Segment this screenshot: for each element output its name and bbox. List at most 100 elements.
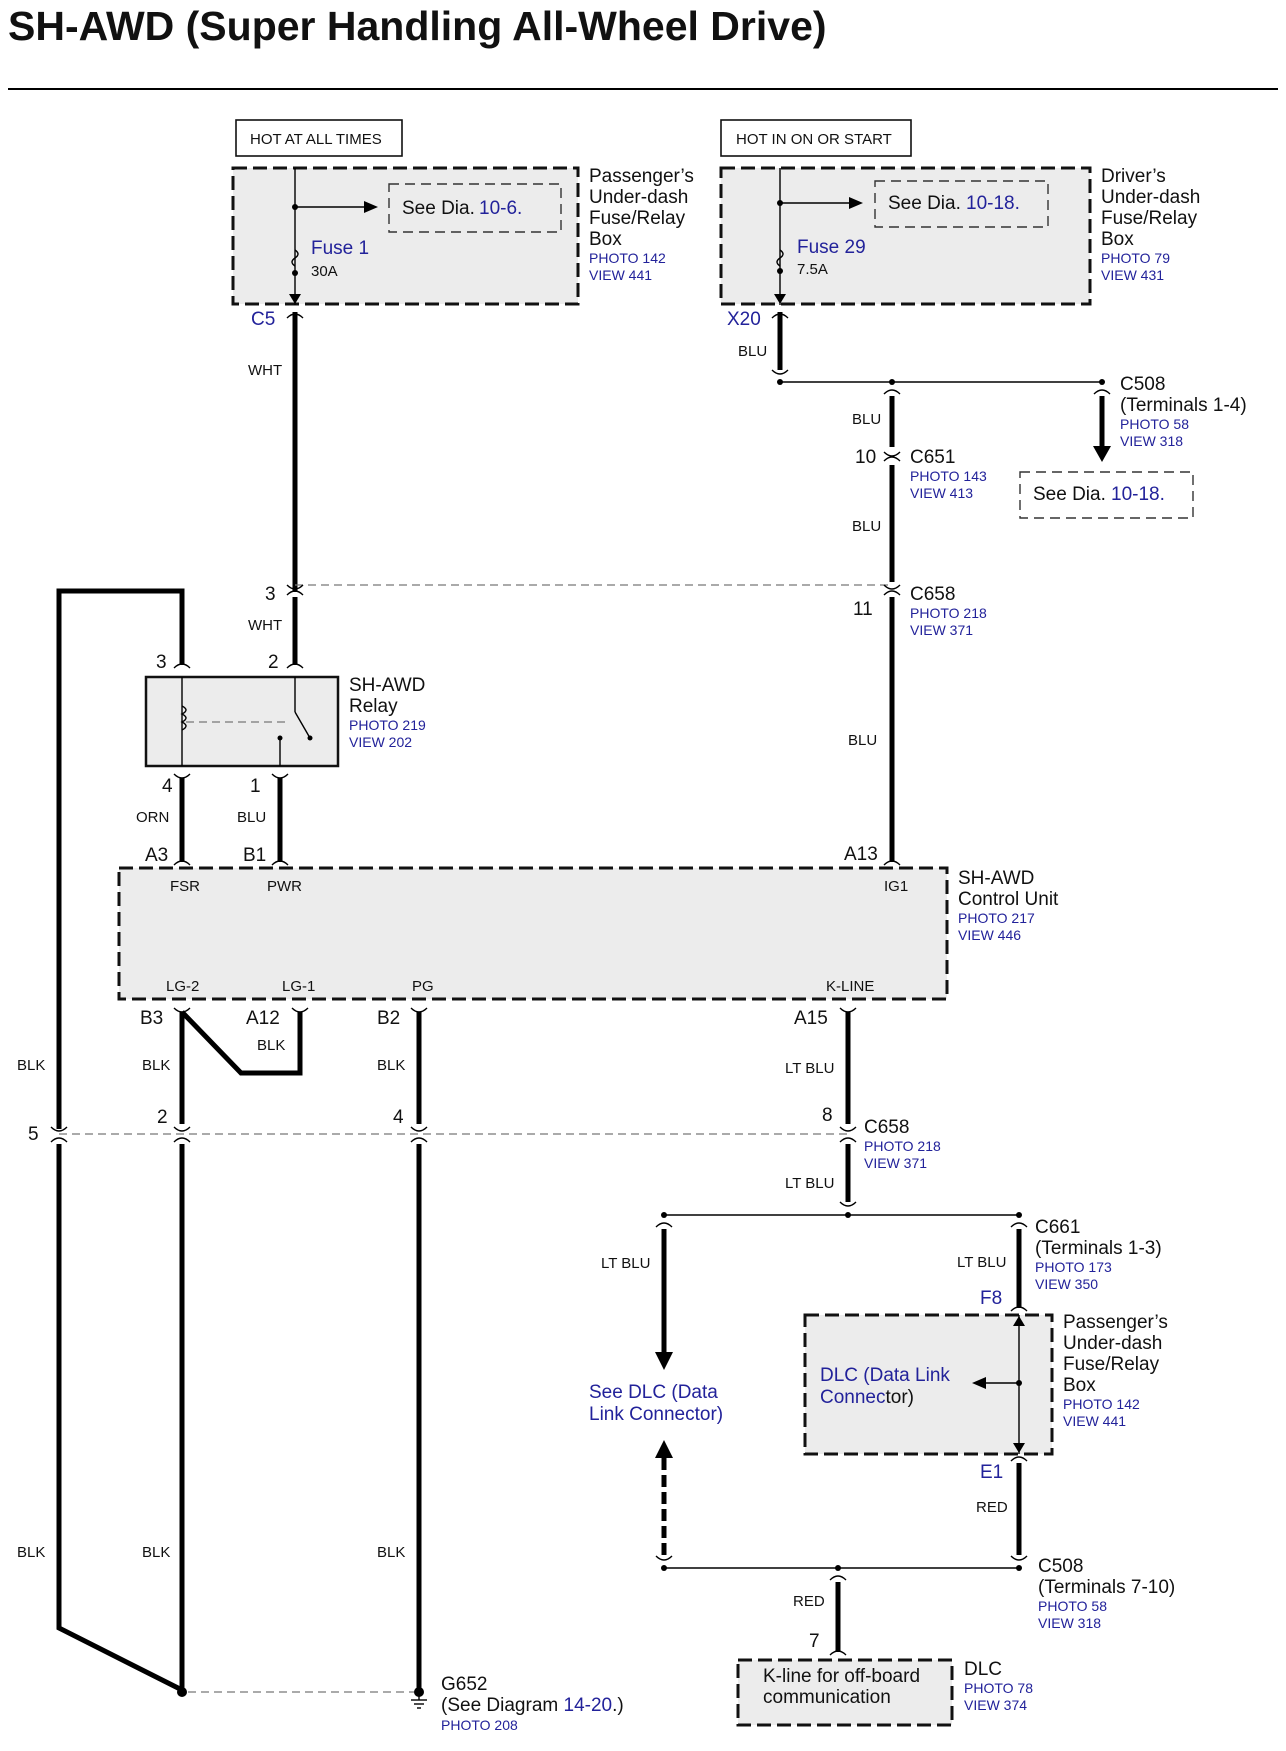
see-dia-ref-link[interactable]: 10-6. bbox=[479, 198, 522, 219]
driver-fuse-relay-box bbox=[719, 166, 1092, 306]
c661-view[interactable]: VIEW 350 bbox=[1035, 1276, 1098, 1292]
driver-box-name-2: Under-dash bbox=[1101, 187, 1200, 208]
c658-bottom-pin-2: 2 bbox=[157, 1107, 168, 1128]
driver-box-name-3: Fuse/Relay bbox=[1101, 208, 1198, 229]
g652-see-diagram: (See Diagram 14-20.) bbox=[441, 1695, 624, 1716]
cu-conn-a15: A15 bbox=[794, 1008, 828, 1029]
connector-chevron-icon bbox=[410, 1007, 428, 1013]
c658-top-photo[interactable]: PHOTO 218 bbox=[910, 605, 987, 621]
arrow-up-icon bbox=[655, 1440, 673, 1458]
cu-photo[interactable]: PHOTO 217 bbox=[958, 910, 1035, 926]
relay-pin-1: 1 bbox=[250, 776, 261, 797]
see-dia-ref-driver-link[interactable]: 10-18. bbox=[966, 193, 1020, 214]
dlc-box-text-1: K-line for off-board bbox=[763, 1666, 920, 1687]
connector-chevron-icon bbox=[1010, 1555, 1028, 1561]
connector-chevron-icon bbox=[771, 369, 789, 375]
splice-dot bbox=[1016, 1212, 1022, 1218]
c508-bottom-photo[interactable]: PHOTO 58 bbox=[1038, 1598, 1107, 1614]
wire-color-wht-2: WHT bbox=[248, 617, 282, 634]
sh-awd-control-unit-box bbox=[117, 866, 949, 1001]
connector-chevron-icon bbox=[271, 860, 289, 866]
relay-photo[interactable]: PHOTO 219 bbox=[349, 717, 426, 733]
cu-conn-a13: A13 bbox=[844, 844, 878, 865]
hot-at-all-times-label: HOT AT ALL TIMES bbox=[250, 131, 382, 148]
relay-coil-icon bbox=[180, 705, 187, 731]
connector-chevron-icon bbox=[173, 1007, 191, 1013]
see-dia-prefix-driver: See Dia. bbox=[888, 193, 961, 214]
dlc-view[interactable]: VIEW 374 bbox=[964, 1697, 1027, 1713]
connector-c5: C5 bbox=[251, 309, 275, 330]
see-dia-prefix: See Dia. bbox=[402, 198, 475, 219]
relay-pin-2: 2 bbox=[268, 652, 279, 673]
cu-term-ig1: IG1 bbox=[884, 878, 908, 895]
see-dlc-line-1[interactable]: See DLC (Data bbox=[589, 1382, 718, 1403]
wire-color-red-2: RED bbox=[793, 1593, 825, 1610]
arrow-down-icon bbox=[1013, 1443, 1025, 1453]
cu-conn-a3: A3 bbox=[145, 845, 168, 866]
pass-box2-photo[interactable]: PHOTO 142 bbox=[1063, 1396, 1140, 1412]
pass-box-name-1: Passenger’s bbox=[589, 166, 694, 187]
g652-see-ref-link[interactable]: 14-20 bbox=[564, 1695, 613, 1716]
c651-pin: 10 bbox=[855, 447, 876, 468]
cu-term-pg: PG bbox=[412, 978, 434, 995]
wire-blk-lg-join bbox=[180, 1010, 303, 1076]
c651-name: C651 bbox=[910, 447, 955, 468]
relay-view[interactable]: VIEW 202 bbox=[349, 734, 412, 750]
c508-top-photo[interactable]: PHOTO 58 bbox=[1120, 416, 1189, 432]
splice-dot bbox=[845, 1212, 851, 1218]
c508-see-ref-link[interactable]: 10-18. bbox=[1111, 484, 1165, 505]
c658-bottom-view[interactable]: VIEW 371 bbox=[864, 1155, 927, 1171]
dlc-photo[interactable]: PHOTO 78 bbox=[964, 1680, 1033, 1696]
pass-box-view[interactable]: VIEW 441 bbox=[589, 267, 652, 283]
dlc-label-line-2-black: tor) bbox=[886, 1387, 915, 1408]
relay-name-1: SH-AWD bbox=[349, 675, 425, 696]
connector-e1: E1 bbox=[980, 1462, 1003, 1483]
c658-top-pin-right: 11 bbox=[853, 599, 873, 620]
g652-see-prefix: (See Diagram bbox=[441, 1695, 564, 1716]
connector-chevron-icon bbox=[173, 663, 191, 669]
connector-chevron-icon bbox=[655, 1555, 673, 1561]
pass-box2-view[interactable]: VIEW 441 bbox=[1063, 1413, 1126, 1429]
c508-top-view[interactable]: VIEW 318 bbox=[1120, 433, 1183, 449]
c651-view[interactable]: VIEW 413 bbox=[910, 485, 973, 501]
diagram-title: SH-AWD (Super Handling All-Wheel Drive) bbox=[8, 3, 827, 49]
connector-chevron-icon bbox=[410, 1137, 428, 1143]
c508-bottom-terminals: (Terminals 7-10) bbox=[1038, 1577, 1175, 1598]
g652-photo[interactable]: PHOTO 208 bbox=[441, 1717, 518, 1733]
dlc-label-line-1[interactable]: DLC (Data Link bbox=[820, 1365, 950, 1386]
connector-chevron-icon bbox=[883, 584, 901, 590]
pass-box-name-2: Under-dash bbox=[589, 187, 688, 208]
cu-term-pwr: PWR bbox=[267, 878, 302, 895]
c658-top-view[interactable]: VIEW 371 bbox=[910, 622, 973, 638]
dlc-box-text-2: communication bbox=[763, 1687, 891, 1708]
wire-color-blk-lg: BLK bbox=[257, 1037, 285, 1054]
c661-photo[interactable]: PHOTO 173 bbox=[1035, 1259, 1112, 1275]
connector-chevron-icon bbox=[50, 1137, 68, 1143]
see-dlc-line-2[interactable]: Link Connector) bbox=[589, 1404, 723, 1425]
c658-bottom-photo[interactable]: PHOTO 218 bbox=[864, 1138, 941, 1154]
connector-chevron-icon bbox=[410, 1126, 428, 1132]
splice-dot bbox=[777, 200, 783, 206]
hot-in-on-or-start-box bbox=[720, 119, 912, 157]
driver-box-view[interactable]: VIEW 431 bbox=[1101, 267, 1164, 283]
driver-box-photo[interactable]: PHOTO 79 bbox=[1101, 250, 1170, 266]
wire-color-ltblu-3: LT BLU bbox=[601, 1255, 650, 1272]
connector-chevron-icon bbox=[50, 1126, 68, 1132]
connector-chevron-icon bbox=[883, 590, 901, 596]
pass-box-photo[interactable]: PHOTO 142 bbox=[589, 250, 666, 266]
relay-name-2: Relay bbox=[349, 696, 398, 717]
splice-dot bbox=[292, 270, 298, 276]
connector-chevron-icon bbox=[655, 1222, 673, 1228]
connector-c661-chevron-icon bbox=[1010, 1222, 1028, 1228]
arrow-right-icon bbox=[849, 197, 863, 209]
connector-chevron-icon bbox=[839, 1007, 857, 1013]
c508-bottom-view[interactable]: VIEW 318 bbox=[1038, 1615, 1101, 1631]
connector-chevron-icon bbox=[286, 590, 304, 596]
g652-see-suffix: .) bbox=[612, 1695, 624, 1716]
c661-terminals: (Terminals 1-3) bbox=[1035, 1238, 1162, 1259]
cu-view[interactable]: VIEW 446 bbox=[958, 927, 1021, 943]
connector-chevron-icon bbox=[173, 860, 191, 866]
dlc-label-line-2-blue[interactable]: Connec bbox=[820, 1387, 886, 1408]
c651-photo[interactable]: PHOTO 143 bbox=[910, 468, 987, 484]
